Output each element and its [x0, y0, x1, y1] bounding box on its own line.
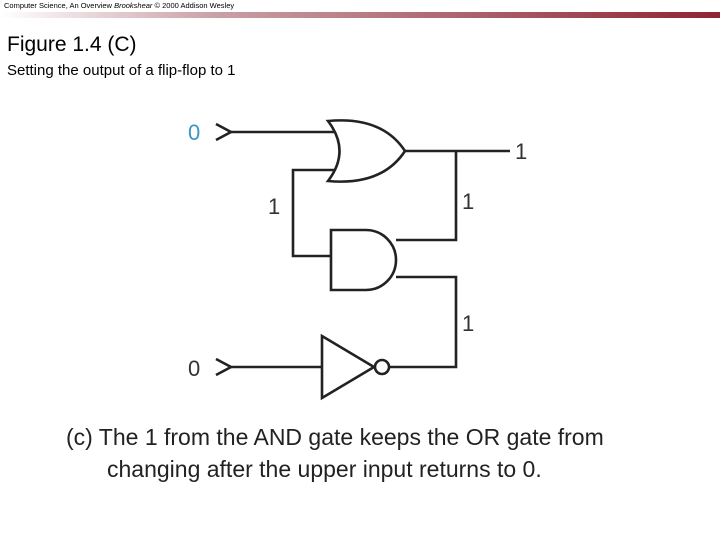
caption-line-2: changing after the upper input returns t… [107, 456, 542, 482]
output-value: 1 [515, 139, 527, 164]
header-citation: Computer Science, An Overview Brookshear… [4, 1, 234, 10]
not-output-value: 1 [462, 311, 474, 336]
lower-input-wire [215, 357, 322, 377]
upper-input-wire [215, 122, 337, 142]
header-author: Brookshear [114, 1, 153, 10]
and-input-value: 1 [462, 189, 474, 214]
caption-line-1: (c) The 1 from the AND gate keeps the OR… [66, 424, 604, 450]
or-gate [325, 119, 407, 183]
not-output-wire [389, 275, 458, 369]
figure-caption: (c) The 1 from the AND gate keeps the OR… [66, 421, 706, 485]
upper-input-value: 0 [188, 120, 200, 145]
and-gate [329, 228, 398, 292]
header-rule [0, 12, 720, 18]
slide-subtitle: Setting the output of a flip-flop to 1 [7, 62, 236, 79]
slide-title: Figure 1.4 (C) [7, 33, 137, 56]
header-suffix: © 2000 Addison Wesley [154, 1, 235, 10]
not-gate [320, 333, 377, 401]
feedback-wire [291, 168, 338, 258]
not-gate-bubble [373, 358, 391, 376]
header-prefix: Computer Science, An Overview [4, 1, 112, 10]
feedback-value: 1 [268, 194, 280, 219]
lower-input-value: 0 [188, 356, 200, 381]
or-output-wire [396, 149, 510, 242]
